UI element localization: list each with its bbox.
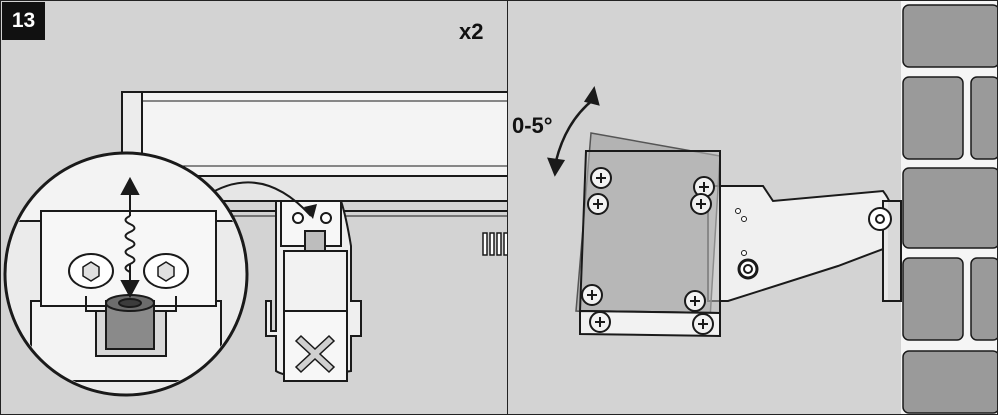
adjust-arrow-icon <box>120 176 140 299</box>
brick-wall <box>901 1 997 414</box>
screw-icon <box>590 167 612 189</box>
tilt-angle-label: 0-5° <box>512 113 553 138</box>
mounting-plate <box>578 150 721 338</box>
zoom-leader-line <box>205 181 312 217</box>
wall-bracket <box>707 185 902 302</box>
right-panel-drawing <box>547 1 997 414</box>
left-panel-drawing <box>3 91 507 397</box>
support-bracket <box>265 200 362 382</box>
left-panel: 13 x2 <box>0 0 508 415</box>
transition-arrow-icon <box>482 232 507 256</box>
leader-arrowhead <box>304 204 317 219</box>
screw-icons <box>581 167 715 335</box>
screw-icon <box>589 311 611 333</box>
right-panel <box>507 0 998 415</box>
screw-icon <box>684 290 706 312</box>
rotate-arrow-icon <box>547 86 600 177</box>
screw-icon <box>587 193 609 215</box>
detail-zoom-circle <box>3 151 249 397</box>
screw-icon <box>690 193 712 215</box>
screw-icon <box>692 313 714 335</box>
quantity-label: x2 <box>459 19 484 44</box>
screw-icon <box>581 284 603 306</box>
step-number-badge: 13 <box>2 2 45 40</box>
